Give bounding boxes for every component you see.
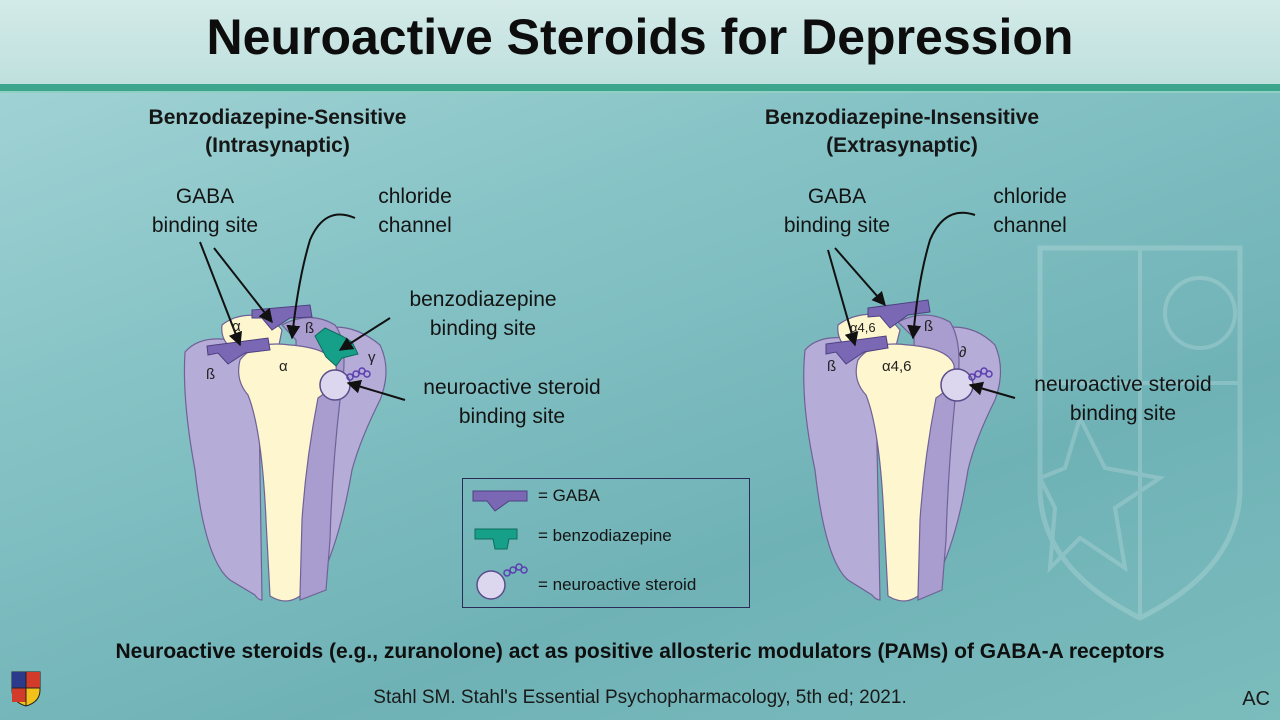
right-chloride-label-line2: channel (993, 214, 1067, 237)
right-gaba-label: GABA binding site (752, 182, 922, 240)
citation: Stahl SM. Stahl's Essential Psychopharma… (373, 687, 907, 708)
right-steroid-rings (968, 367, 993, 381)
legend-neuroactive-steroid-icon (476, 563, 528, 600)
title-divider-highlight (0, 91, 1280, 93)
summary-footnote: Neuroactive steroids (e.g., zuranolone) … (115, 640, 1165, 663)
right-gaba-site-top (867, 299, 931, 329)
left-steroid-label-line2: binding site (458, 405, 566, 428)
right-heading-line2: (Extrasynaptic) (826, 134, 978, 157)
left-subunit-alpha-top: α (232, 318, 241, 335)
right-panel-heading: Benzodiazepine-Insensitive (Extrasynapti… (722, 104, 1082, 160)
legend-gaba-icon (472, 490, 528, 512)
right-steroid-site (940, 368, 974, 402)
shield-logo-icon (11, 671, 41, 707)
right-heading-line1: Benzodiazepine-Insensitive (764, 106, 1040, 129)
right-subunit-beta-left: ß (827, 358, 837, 375)
right-chloride-label: chloride channel (975, 182, 1085, 240)
right-receptor (803, 299, 1002, 602)
left-subunit-gamma: γ (368, 349, 376, 366)
legend-neuroactive-steroid-label: = neuroactive steroid (538, 575, 697, 594)
left-arrows (199, 213, 406, 401)
left-receptor (183, 304, 387, 602)
left-benzo-label: benzodiazepine binding site (388, 285, 578, 343)
slide-title: Neuroactive Steroids for Depression (206, 9, 1074, 65)
left-alpha-center-subunit (238, 343, 337, 602)
left-gaba-site-left (206, 337, 271, 365)
right-chloride-label-line1: chloride (993, 185, 1067, 208)
left-benzo-label-line2: binding site (429, 317, 537, 340)
right-gaba-label-line2: binding site (783, 214, 891, 237)
left-gaba-label: GABA binding site (120, 182, 290, 240)
right-subunit-alpha-center: α4,6 (882, 358, 912, 375)
left-subunit-alpha-center: α (279, 358, 288, 375)
left-chloride-label-line1: chloride (378, 185, 452, 208)
legend-gaba-label: = GABA (538, 486, 600, 505)
crest-watermark-icon (1037, 245, 1243, 621)
left-panel-heading: Benzodiazepine-Sensitive (Intrasynaptic) (110, 104, 445, 160)
right-subunit-delta: ∂ (959, 344, 967, 361)
right-subunit-beta-right: ß (924, 318, 934, 335)
right-steroid-label: neuroactive steroid binding site (1015, 370, 1231, 428)
left-gaba-label-line2: binding site (151, 214, 259, 237)
right-steroid-label-line2: binding site (1069, 402, 1177, 425)
legend-benzodiazepine-label: = benzodiazepine (538, 526, 672, 545)
right-steroid-label-line1: neuroactive steroid (1034, 373, 1212, 396)
left-subunit-beta-left: ß (206, 366, 216, 383)
right-subunit-alpha-top: α4,6 (850, 320, 876, 335)
right-gaba-site-left (825, 335, 889, 365)
legend-benzodiazepine-icon (474, 528, 518, 550)
left-chloride-label: chloride channel (360, 182, 470, 240)
left-chloride-label-line2: channel (378, 214, 452, 237)
title-divider (0, 84, 1280, 91)
left-heading-line1: Benzodiazepine-Sensitive (148, 106, 407, 129)
left-subunit-beta-right: ß (305, 320, 315, 337)
left-steroid-label-line1: neuroactive steroid (423, 376, 601, 399)
legend-box: = GABA = benzodiazepine = neuroactive st… (462, 478, 750, 608)
title-bar (0, 0, 1280, 84)
left-steroid-label: neuroactive steroid binding site (404, 373, 620, 431)
left-gaba-label-line1: GABA (175, 185, 235, 208)
right-alpha-center-subunit (855, 343, 955, 602)
left-steroid-site (319, 369, 351, 401)
right-arrows (827, 211, 1016, 399)
left-benzo-label-line1: benzodiazepine (409, 288, 557, 311)
corner-initials: AC (1242, 688, 1270, 710)
right-gaba-label-line1: GABA (807, 185, 867, 208)
left-heading-line2: (Intrasynaptic) (205, 134, 350, 157)
left-benzo-site (314, 327, 359, 367)
